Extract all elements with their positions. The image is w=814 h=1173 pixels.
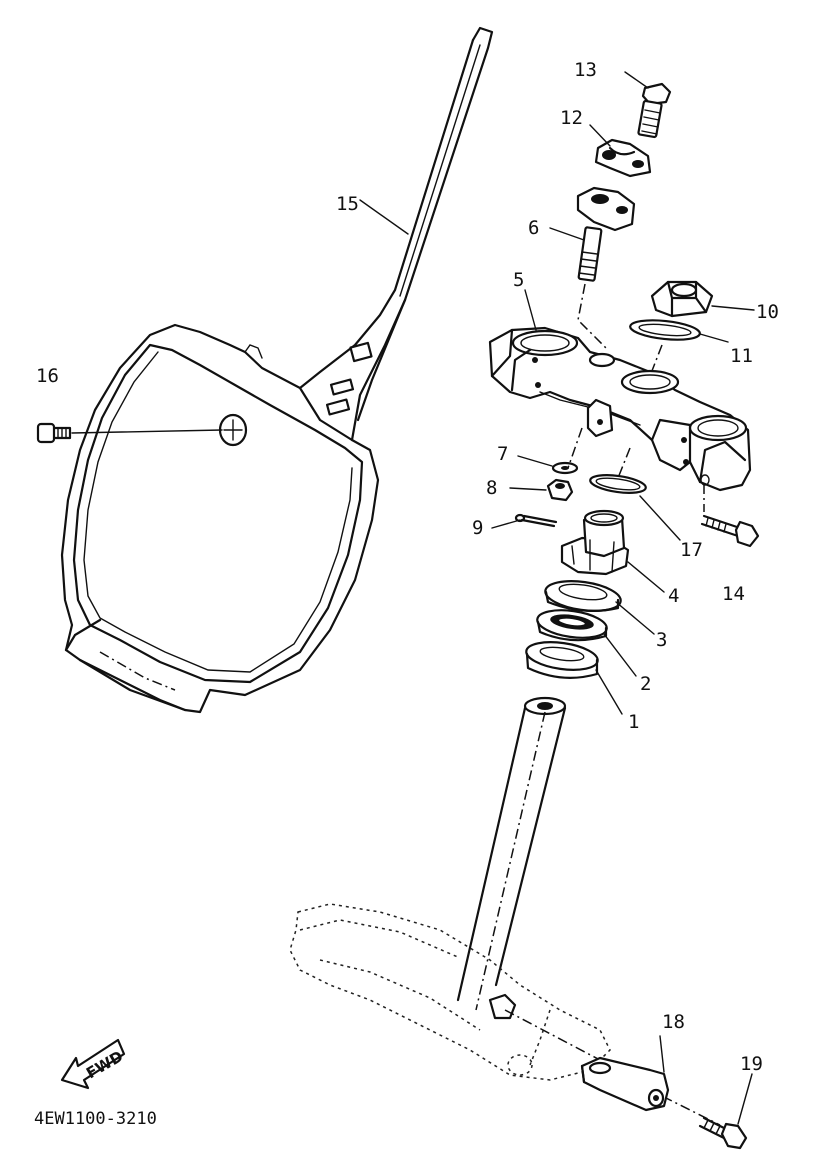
upper-bracket-part-5 <box>488 326 752 492</box>
callout-2: 2 <box>640 673 651 695</box>
diagram-code: 4EW1100-3210 <box>34 1109 157 1129</box>
bolt-part-14 <box>700 484 760 548</box>
callout-7: 7 <box>497 443 508 465</box>
callout-15: 15 <box>336 193 359 215</box>
callout-4: 4 <box>668 585 679 607</box>
callout-leaders <box>359 71 755 1125</box>
bolt-part-19 <box>698 1116 748 1150</box>
callout-19: 19 <box>740 1053 763 1075</box>
steering-stem <box>289 696 721 1126</box>
callout-11: 11 <box>730 345 753 367</box>
callout-16: 16 <box>36 365 59 387</box>
callout-labels: 1 2 3 4 5 6 7 8 9 10 11 12 13 14 15 16 1… <box>36 59 779 1075</box>
callout-12: 12 <box>560 107 583 129</box>
callout-14: 14 <box>722 583 745 605</box>
bolt-part-13 <box>637 82 672 139</box>
steering-nut-part-10 <box>650 280 714 318</box>
callout-9: 9 <box>472 517 483 539</box>
forward-arrow-icon: FWD <box>60 1038 126 1090</box>
callout-10: 10 <box>756 301 779 323</box>
callout-17: 17 <box>680 539 703 561</box>
handlebar-holder-part-6 <box>576 186 636 351</box>
number-plate-part-15 <box>60 26 494 714</box>
ring-part-17 <box>589 474 647 494</box>
oil-seal-part-1 <box>525 641 599 679</box>
cotter-pin-part-9 <box>514 513 558 528</box>
callout-3: 3 <box>656 629 667 651</box>
ring-nut-part-4 <box>560 509 630 576</box>
callout-8: 8 <box>486 477 497 499</box>
callout-18: 18 <box>662 1011 685 1033</box>
nut-part-8 <box>546 478 574 502</box>
handlebar-clamp-upper-part-12 <box>594 138 652 178</box>
callout-1: 1 <box>628 711 639 733</box>
callout-6: 6 <box>528 217 539 239</box>
clamp-part-18 <box>580 1056 670 1112</box>
bearing-part-2 <box>536 609 608 642</box>
bearing-race-part-3 <box>544 580 622 612</box>
bolt-part-16 <box>36 422 223 444</box>
washer-part-7 <box>551 461 579 475</box>
callout-5: 5 <box>513 269 524 291</box>
callout-13: 13 <box>574 59 597 81</box>
